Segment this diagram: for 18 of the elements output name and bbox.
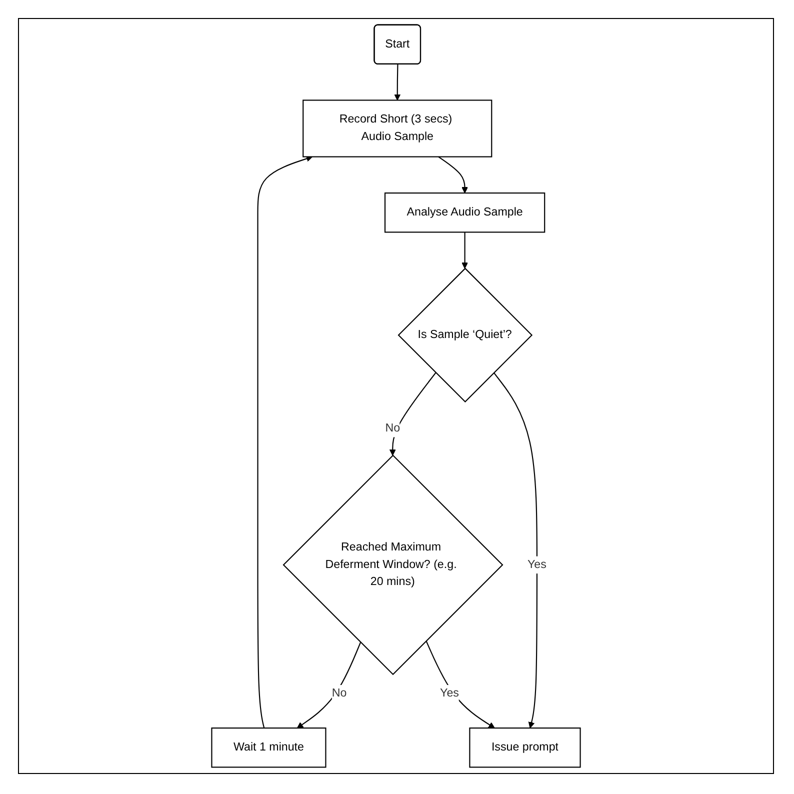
arrow <box>389 372 436 456</box>
node-box: Issue prompt <box>469 728 581 768</box>
arrow <box>257 156 313 728</box>
node-box: Record Short (3 secs) Audio Sample <box>302 100 492 158</box>
node-box: Analyse Audio Sample <box>384 192 546 233</box>
edge-label: No <box>385 422 400 434</box>
edge-label: No <box>332 687 347 700</box>
arrow <box>426 640 495 728</box>
arrow <box>462 232 468 269</box>
node-box: Wait 1 minute <box>211 728 326 768</box>
node-diamond: Is Sample ‘Quiet’? <box>398 268 533 403</box>
edge-label: Yes <box>528 558 546 571</box>
arrow <box>438 156 468 194</box>
node-diamond: Reached Maximum Deferment Window? (e.g. 20 mins) <box>282 454 504 676</box>
arrow <box>493 372 538 728</box>
edge-label: Yes <box>440 687 459 700</box>
arrow <box>296 642 362 728</box>
arrow <box>394 64 401 100</box>
